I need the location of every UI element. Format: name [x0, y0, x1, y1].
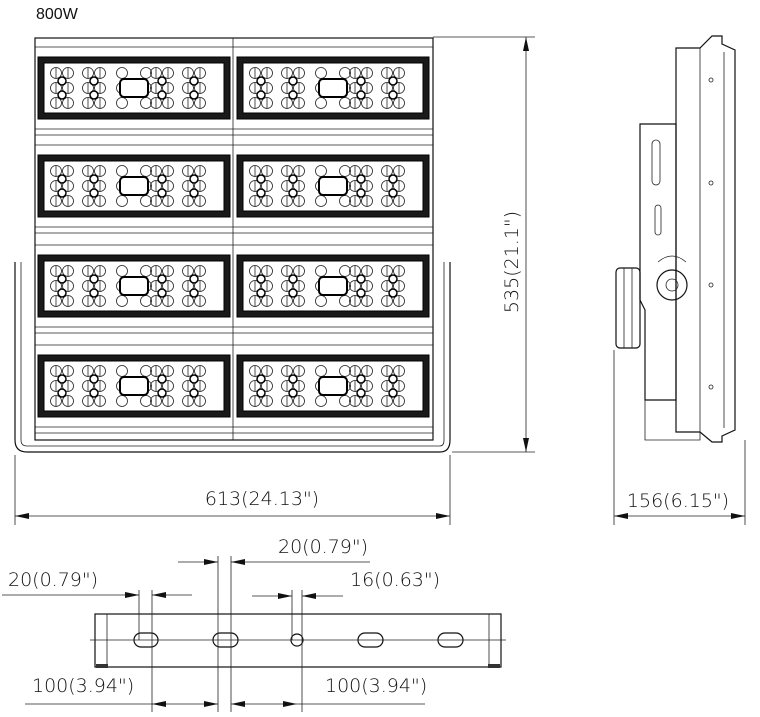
slot-2: [212, 632, 239, 648]
slot-width-left-label: 20(0.79"): [8, 569, 98, 591]
side-view: [615, 35, 736, 443]
slot-width-center-label: 20(0.79"): [278, 536, 368, 558]
depth-dimension: 156(6.15"): [613, 350, 746, 525]
width-dimension: 613(24.13"): [14, 455, 451, 525]
height-dimension: 535(21.1"): [433, 36, 535, 453]
bracket-bottom-view: [90, 556, 506, 712]
hole-diameter-dimension: 16(0.63"): [252, 569, 440, 599]
mounting-bracket-front: [14, 262, 451, 453]
spacing-dimensions: 100(3.94") 100(3.94"): [25, 675, 427, 707]
center-hole: [290, 633, 304, 647]
hole-diameter-label: 16(0.63"): [350, 569, 440, 591]
slot-width-center-dimension: 20(0.79"): [178, 536, 370, 565]
height-label: 535(21.1"): [501, 211, 523, 313]
housing-outline: [34, 37, 434, 441]
width-label: 613(24.13"): [205, 488, 319, 510]
slot-1: [133, 632, 159, 648]
front-view: [14, 37, 451, 453]
spacing-right-label: 100(3.94"): [325, 675, 427, 697]
depth-label: 156(6.15"): [627, 490, 729, 512]
slot-4: [357, 632, 384, 648]
spacing-left-label: 100(3.94"): [32, 675, 134, 697]
slot-5: [437, 632, 464, 648]
slot-width-left-dimension: 20(0.79"): [2, 569, 192, 598]
driver-knob: [615, 267, 641, 349]
model-title: 800W: [36, 6, 78, 23]
